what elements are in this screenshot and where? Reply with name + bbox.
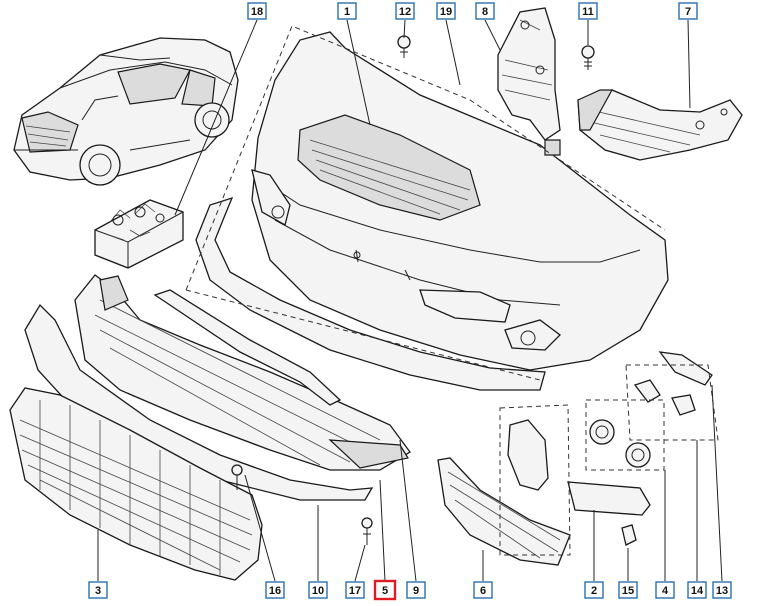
callout-14-label: 14: [691, 585, 704, 597]
callout-5-label: 5: [382, 585, 388, 597]
callout-1-label: 1: [344, 6, 350, 18]
callout-11[interactable]: 11: [578, 2, 598, 20]
callout-9-label: 9: [413, 585, 419, 597]
callout-4-label: 4: [662, 585, 669, 597]
callout-1[interactable]: 1: [337, 2, 357, 20]
callout-16-label: 16: [269, 585, 281, 597]
callout-8[interactable]: 8: [475, 2, 495, 20]
clip-12: [397, 35, 411, 58]
callout-3-label: 3: [95, 585, 101, 597]
lower-grille: [9, 387, 263, 581]
callout-15-label: 15: [622, 585, 634, 597]
callout-12-label: 12: [399, 6, 411, 18]
callout-6-label: 6: [480, 585, 486, 597]
callout-13-label: 13: [716, 585, 728, 597]
callout-16[interactable]: 16: [265, 581, 285, 599]
callout-5[interactable]: 5: [373, 579, 397, 601]
callout-14[interactable]: 14: [687, 581, 707, 599]
side-bracket: [577, 89, 743, 161]
screw-17: [361, 517, 373, 545]
lower-trim-strip: [195, 196, 546, 391]
callout-3[interactable]: 3: [88, 581, 108, 599]
callout-11-label: 11: [582, 6, 594, 18]
callout-19-label: 19: [440, 6, 452, 18]
fastener-kit-box: [94, 199, 184, 269]
callout-12[interactable]: 12: [395, 2, 415, 20]
fog-light-cover: [507, 419, 651, 516]
callout-8-label: 8: [482, 6, 488, 18]
side-clips: [633, 351, 713, 416]
lower-absorber: [74, 274, 411, 471]
callout-19[interactable]: 19: [436, 2, 456, 20]
callout-9[interactable]: 9: [406, 581, 426, 599]
callout-17-label: 17: [349, 585, 361, 597]
upper-bracket: [497, 7, 561, 156]
callout-10[interactable]: 10: [308, 581, 328, 599]
callout-2-label: 2: [591, 585, 597, 597]
callout-18[interactable]: 18: [247, 2, 267, 20]
center-grille-panel: [437, 457, 571, 566]
callout-2[interactable]: 2: [584, 581, 604, 599]
callout-18-label: 18: [251, 6, 263, 18]
callout-10-label: 10: [312, 585, 324, 597]
callout-7-label: 7: [685, 6, 691, 18]
callout-4[interactable]: 4: [655, 581, 675, 599]
leader-lines: [97, 19, 723, 582]
callout-15[interactable]: 15: [618, 581, 638, 599]
callout-7[interactable]: 7: [678, 2, 698, 20]
dashed-group-outlines: [185, 25, 719, 556]
screw-11: [581, 45, 595, 70]
bumper-cover: [251, 31, 669, 371]
clip-15: [621, 524, 637, 546]
car-thumbnail: [13, 37, 239, 186]
fog-lamps: [589, 419, 651, 468]
screw-16: [231, 464, 243, 490]
callout-6[interactable]: 6: [473, 581, 493, 599]
callout-13[interactable]: 13: [712, 581, 732, 599]
callout-17[interactable]: 17: [345, 581, 365, 599]
seal-strip-9: [153, 289, 342, 406]
